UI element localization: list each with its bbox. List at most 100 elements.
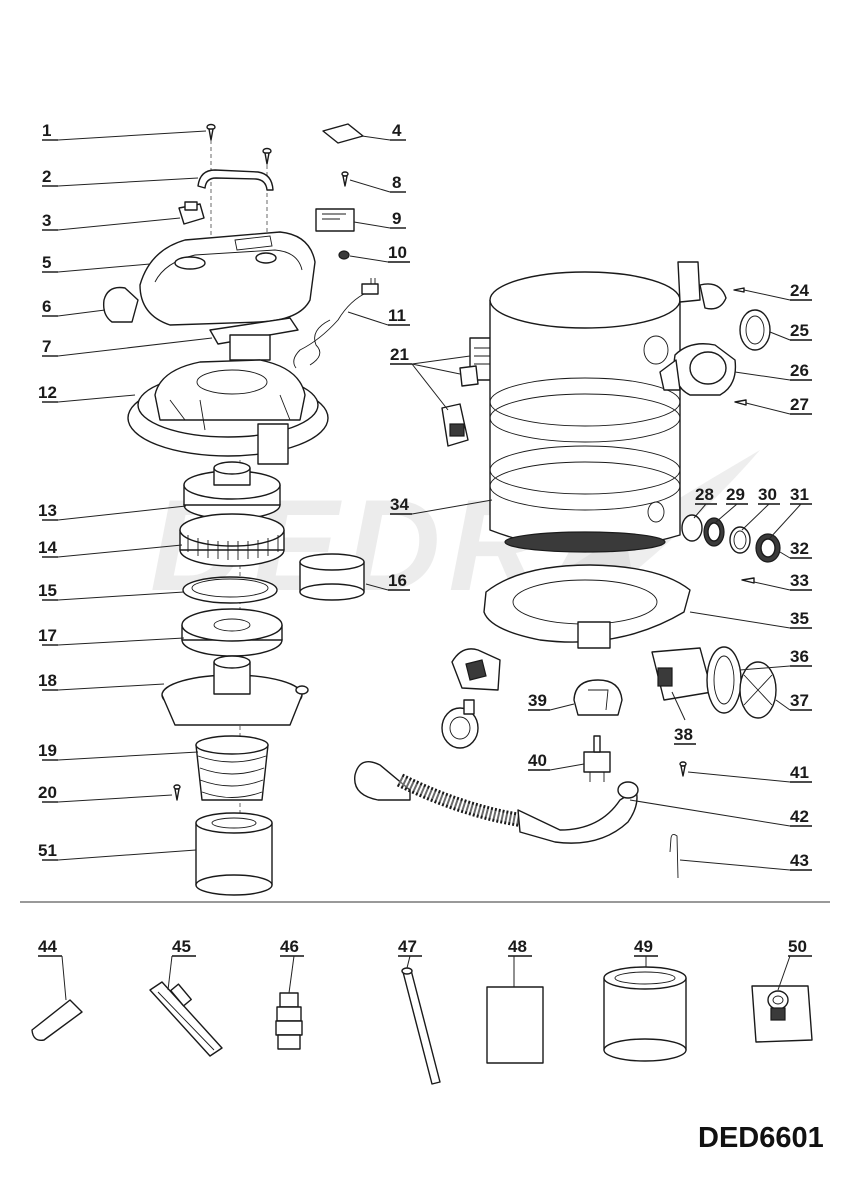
part-43-pin: [669, 833, 679, 879]
part-40-plug: [583, 735, 611, 782]
label-11: 11: [388, 306, 406, 325]
label-5: 5: [42, 253, 51, 272]
label-34: 34: [390, 495, 409, 514]
label-1: 1: [42, 121, 51, 140]
label-38: 38: [674, 725, 693, 744]
label-9: 9: [392, 209, 401, 228]
part-10-knob: [338, 250, 350, 260]
label-15: 15: [38, 581, 57, 600]
part-11-power-cord: [293, 278, 379, 369]
label-32: 32: [790, 539, 809, 558]
part-17-float-plate: [181, 608, 283, 657]
label-30: 30: [758, 485, 777, 504]
label-12: 12: [38, 383, 57, 402]
label-24: 24: [790, 281, 809, 300]
part-50-dust-bag: [751, 985, 813, 1043]
label-51: 51: [38, 841, 57, 860]
part-37-cap: [739, 661, 777, 719]
label-33: 33: [790, 571, 809, 590]
label-47: 47: [398, 937, 417, 956]
label-49: 49: [634, 937, 653, 956]
part-castor-wheel: [441, 699, 479, 749]
part-12-motor-housing: [127, 359, 329, 465]
label-20: 20: [38, 783, 57, 802]
part-27-screw: [734, 399, 747, 406]
label-27: 27: [790, 395, 809, 414]
part-51-cartridge-filter: [195, 812, 273, 896]
part-number-labels: 1 2 3 5 6 7 12 13 14 15 17 18 19 20 51 4…: [38, 121, 809, 956]
label-35: 35: [790, 609, 809, 628]
label-37: 37: [790, 691, 809, 710]
part-21-clip-c: [441, 403, 469, 447]
part-castor-holder: [451, 648, 501, 691]
model-code: DED6601: [698, 1122, 824, 1154]
label-10: 10: [388, 243, 407, 262]
label-6: 6: [42, 297, 51, 316]
part-14-filter-cage: [179, 513, 285, 567]
label-14: 14: [38, 538, 57, 557]
part-21-clip-b: [459, 365, 479, 387]
label-7: 7: [42, 337, 51, 356]
label-42: 42: [790, 807, 809, 826]
label-4: 4: [392, 121, 402, 140]
part-31-cap: [755, 533, 781, 563]
label-28: 28: [695, 485, 714, 504]
part-8-screw: [341, 171, 349, 187]
part-33-screw: [741, 577, 755, 584]
part-46-adapter: [275, 992, 303, 1050]
label-46: 46: [280, 937, 299, 956]
label-39: 39: [528, 691, 547, 710]
part-24-screw: [733, 287, 745, 293]
label-45: 45: [172, 937, 191, 956]
part-36-knob: [706, 646, 742, 714]
label-40: 40: [528, 751, 547, 770]
part-2-handle: [197, 169, 274, 191]
label-17: 17: [38, 626, 57, 645]
label-43: 43: [790, 851, 809, 870]
leader-lines: [38, 130, 812, 1001]
label-44: 44: [38, 937, 57, 956]
part-38-valve-body: [651, 647, 713, 701]
part-35-base-frame: [483, 564, 691, 649]
part-6-latch: [102, 286, 139, 323]
part-24-bracket: [677, 261, 727, 310]
part-15-gasket: [182, 576, 278, 604]
label-18: 18: [38, 671, 57, 690]
label-48: 48: [508, 937, 527, 956]
part-42-hose: [354, 761, 639, 844]
part-7-motor-plate: [209, 317, 299, 361]
label-31: 31: [790, 485, 809, 504]
part-19-filter-frame: [195, 735, 269, 801]
label-3: 3: [42, 211, 51, 230]
label-8: 8: [392, 173, 401, 192]
label-21: 21: [390, 345, 409, 364]
part-18-filter-holder: [161, 655, 309, 726]
part-9-rating-plate: [315, 208, 355, 232]
part-49-foam-filter: [603, 966, 687, 1062]
part-45-floor-nozzle: [149, 981, 223, 1057]
part-47-extension-tube: [401, 967, 441, 1085]
label-41: 41: [790, 763, 809, 782]
part-1-screw-b: [262, 147, 272, 165]
part-44-crevice-tool: [31, 999, 83, 1041]
part-16-filter-ring: [299, 553, 365, 601]
label-25: 25: [790, 321, 809, 340]
part-20-screw: [173, 784, 181, 801]
part-3-switch: [178, 201, 205, 225]
part-30-seal: [729, 526, 751, 554]
part-4-sticker: [322, 123, 364, 144]
part-48-manual-sheet: [486, 986, 544, 1064]
part-41-screw: [679, 761, 687, 777]
label-29: 29: [726, 485, 745, 504]
label-13: 13: [38, 501, 57, 520]
part-25-ring: [739, 309, 771, 351]
part-34-tank: [489, 271, 681, 553]
part-28-nozzle: [681, 514, 703, 542]
label-26: 26: [790, 361, 809, 380]
label-16: 16: [388, 571, 407, 590]
label-19: 19: [38, 741, 57, 760]
part-5-motor-cover: [139, 231, 316, 326]
part-1-screw: [206, 123, 216, 141]
label-2: 2: [42, 167, 51, 186]
